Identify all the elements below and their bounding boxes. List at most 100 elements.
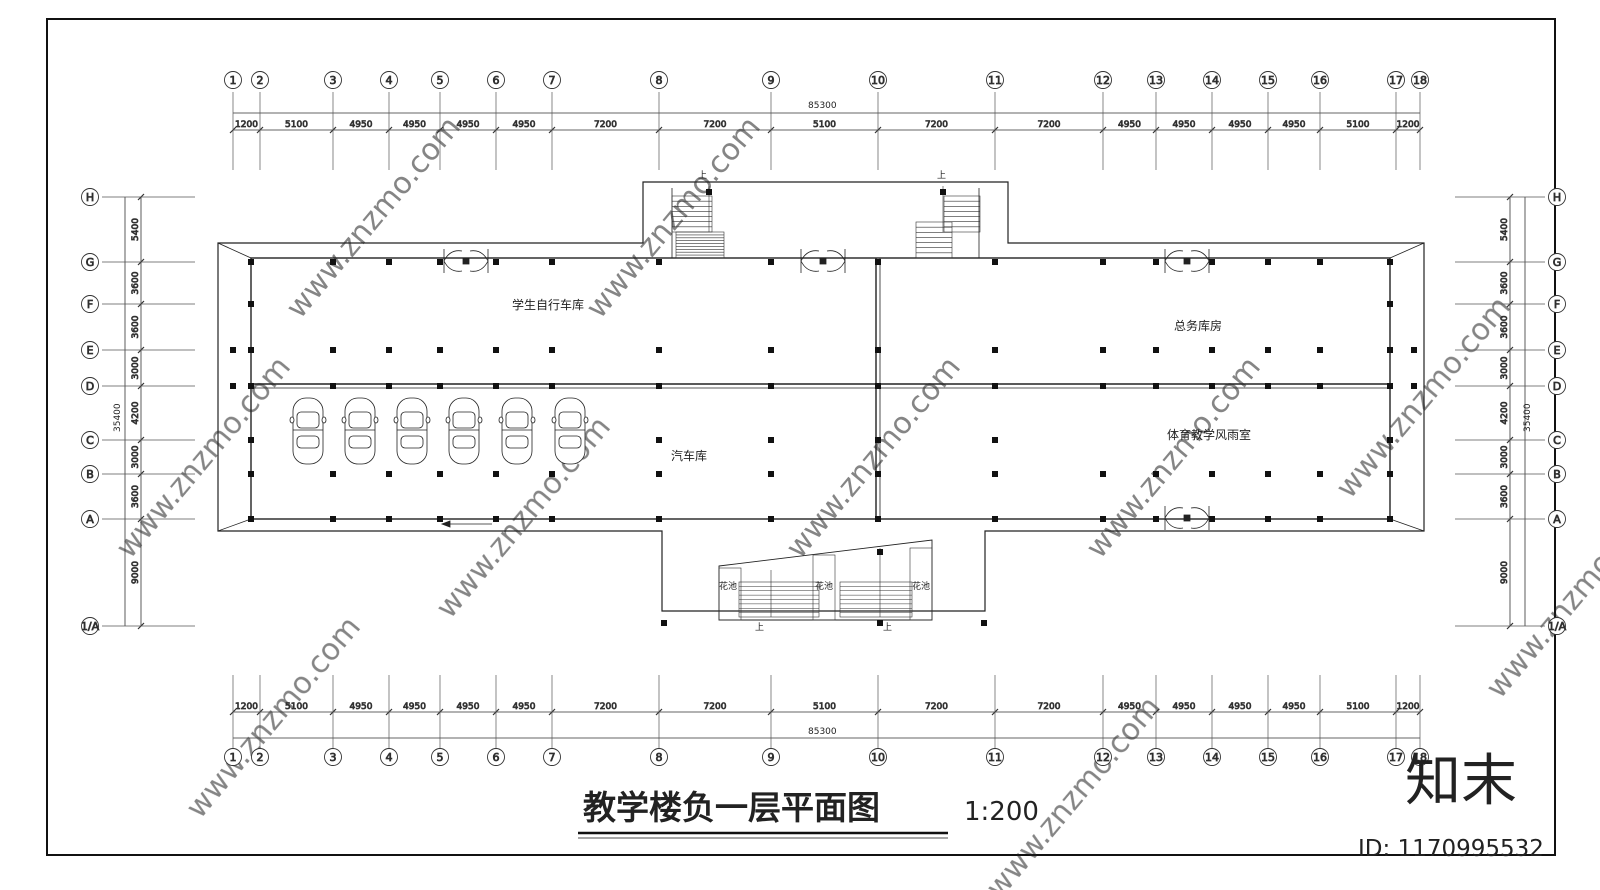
- bottom-axis-bubble: 6: [487, 748, 505, 766]
- top-dim-text: 4950: [350, 120, 373, 130]
- south-stair-run-a: [738, 581, 820, 618]
- bottom-dim-text: 4950: [350, 702, 373, 712]
- parked-car: [551, 397, 589, 465]
- column: [493, 471, 499, 477]
- right-row-dim-text: 3600: [1500, 271, 1510, 294]
- double-door: [443, 249, 489, 273]
- column: [437, 259, 443, 265]
- top-axis-bubble: 17: [1387, 71, 1405, 89]
- left-row-dim-text: 3000: [131, 356, 141, 379]
- right-row-bubble: F: [1548, 295, 1566, 313]
- top-axis-label: 16: [1313, 74, 1327, 87]
- left-row-label: G: [86, 256, 95, 269]
- parked-car: [393, 397, 431, 465]
- top-dim-text: 7200: [1038, 120, 1061, 130]
- column: [940, 189, 946, 195]
- watermark-text: www.znzmo.com: [1079, 350, 1268, 565]
- column: [768, 471, 774, 477]
- left-row-bubble: B: [81, 465, 99, 483]
- right-row-label: D: [1553, 380, 1561, 393]
- right-row-bubble: E: [1548, 341, 1566, 359]
- column: [1317, 347, 1323, 353]
- bottom-dim-text: 5100: [813, 702, 836, 712]
- top-dim-text: 4950: [403, 120, 426, 130]
- column: [1317, 383, 1323, 389]
- column: [875, 516, 881, 522]
- top-axis-bubble: 4: [380, 71, 398, 89]
- column: [992, 437, 998, 443]
- column: [330, 383, 336, 389]
- top-dim-text: 4950: [513, 120, 536, 130]
- bottom-axis-bubble: 8: [650, 748, 668, 766]
- planter-box: [812, 554, 836, 621]
- column: [1265, 471, 1271, 477]
- bottom-dim-text: 4950: [1118, 702, 1141, 712]
- bottom-axis-bubble: 13: [1147, 748, 1165, 766]
- left-row-bubble: C: [81, 431, 99, 449]
- id-label: ID: 1170995532: [1358, 836, 1544, 862]
- column: [768, 259, 774, 265]
- right-row-label: F: [1554, 298, 1560, 311]
- bottom-axis-label: 13: [1149, 751, 1163, 764]
- column: [875, 259, 881, 265]
- right-row-dim-text: 3000: [1500, 445, 1510, 468]
- parked-car: [498, 397, 536, 465]
- bottom-dim-text: 1200: [235, 702, 258, 712]
- bottom-dim-text: 5100: [1347, 702, 1370, 712]
- roof-line-tl: [217, 242, 252, 259]
- north-stair-2-run-a: [943, 195, 981, 233]
- left-row-label: 1/A: [81, 620, 100, 633]
- total-width-bottom: 85300: [808, 727, 837, 737]
- top-dim-text: 5100: [285, 120, 308, 130]
- bottom-axis-label: 1: [230, 751, 237, 764]
- column: [875, 437, 881, 443]
- top-axis-bubble: 15: [1259, 71, 1277, 89]
- column: [248, 471, 254, 477]
- column: [1265, 259, 1271, 265]
- column: [248, 259, 254, 265]
- brand-logo: 知末: [1405, 749, 1517, 814]
- right-row-bubble: C: [1548, 431, 1566, 449]
- top-axis-bubble: 13: [1147, 71, 1165, 89]
- north-stair-1-run-b: [675, 231, 725, 259]
- bottom-axis-bubble: 14: [1203, 748, 1221, 766]
- column: [1100, 383, 1106, 389]
- top-axis-bubble: 11: [986, 71, 1004, 89]
- roof-line-tr: [1389, 242, 1425, 259]
- bottom-dim-text: 4950: [513, 702, 536, 712]
- top-axis-bubble: 9: [762, 71, 780, 89]
- column: [437, 471, 443, 477]
- column: [1387, 383, 1393, 389]
- right-row-label: B: [1553, 468, 1561, 481]
- bottom-dim-text: 4950: [1283, 702, 1306, 712]
- bottom-axis-label: 16: [1313, 751, 1327, 764]
- label-up-north-1: 上: [698, 170, 707, 181]
- column: [386, 383, 392, 389]
- column: [1100, 259, 1106, 265]
- top-axis-bubble: 2: [251, 71, 269, 89]
- bottom-dim-text: 7200: [1038, 702, 1061, 712]
- column: [1100, 347, 1106, 353]
- right-row-bubble: G: [1548, 253, 1566, 271]
- label-car-garage: 汽车库: [671, 448, 707, 463]
- column: [1209, 471, 1215, 477]
- double-door: [1164, 506, 1210, 530]
- bottom-axis-bubble: 9: [762, 748, 780, 766]
- double-door: [1164, 249, 1210, 273]
- left-row-bubble: G: [81, 253, 99, 271]
- top-axis-bubble: 7: [543, 71, 561, 89]
- left-row-label: C: [86, 434, 94, 447]
- column: [768, 437, 774, 443]
- bottom-axis-label: 5: [437, 751, 444, 764]
- column: [992, 516, 998, 522]
- column: [386, 471, 392, 477]
- bottom-axis-label: 12: [1096, 751, 1110, 764]
- right-row-label: G: [1553, 256, 1562, 269]
- top-dim-text: 1200: [1397, 120, 1420, 130]
- column: [1317, 259, 1323, 265]
- column: [877, 549, 883, 555]
- column: [1265, 347, 1271, 353]
- column: [1209, 347, 1215, 353]
- right-row-bubble: D: [1548, 377, 1566, 395]
- label-planter-3: 花池: [912, 580, 930, 592]
